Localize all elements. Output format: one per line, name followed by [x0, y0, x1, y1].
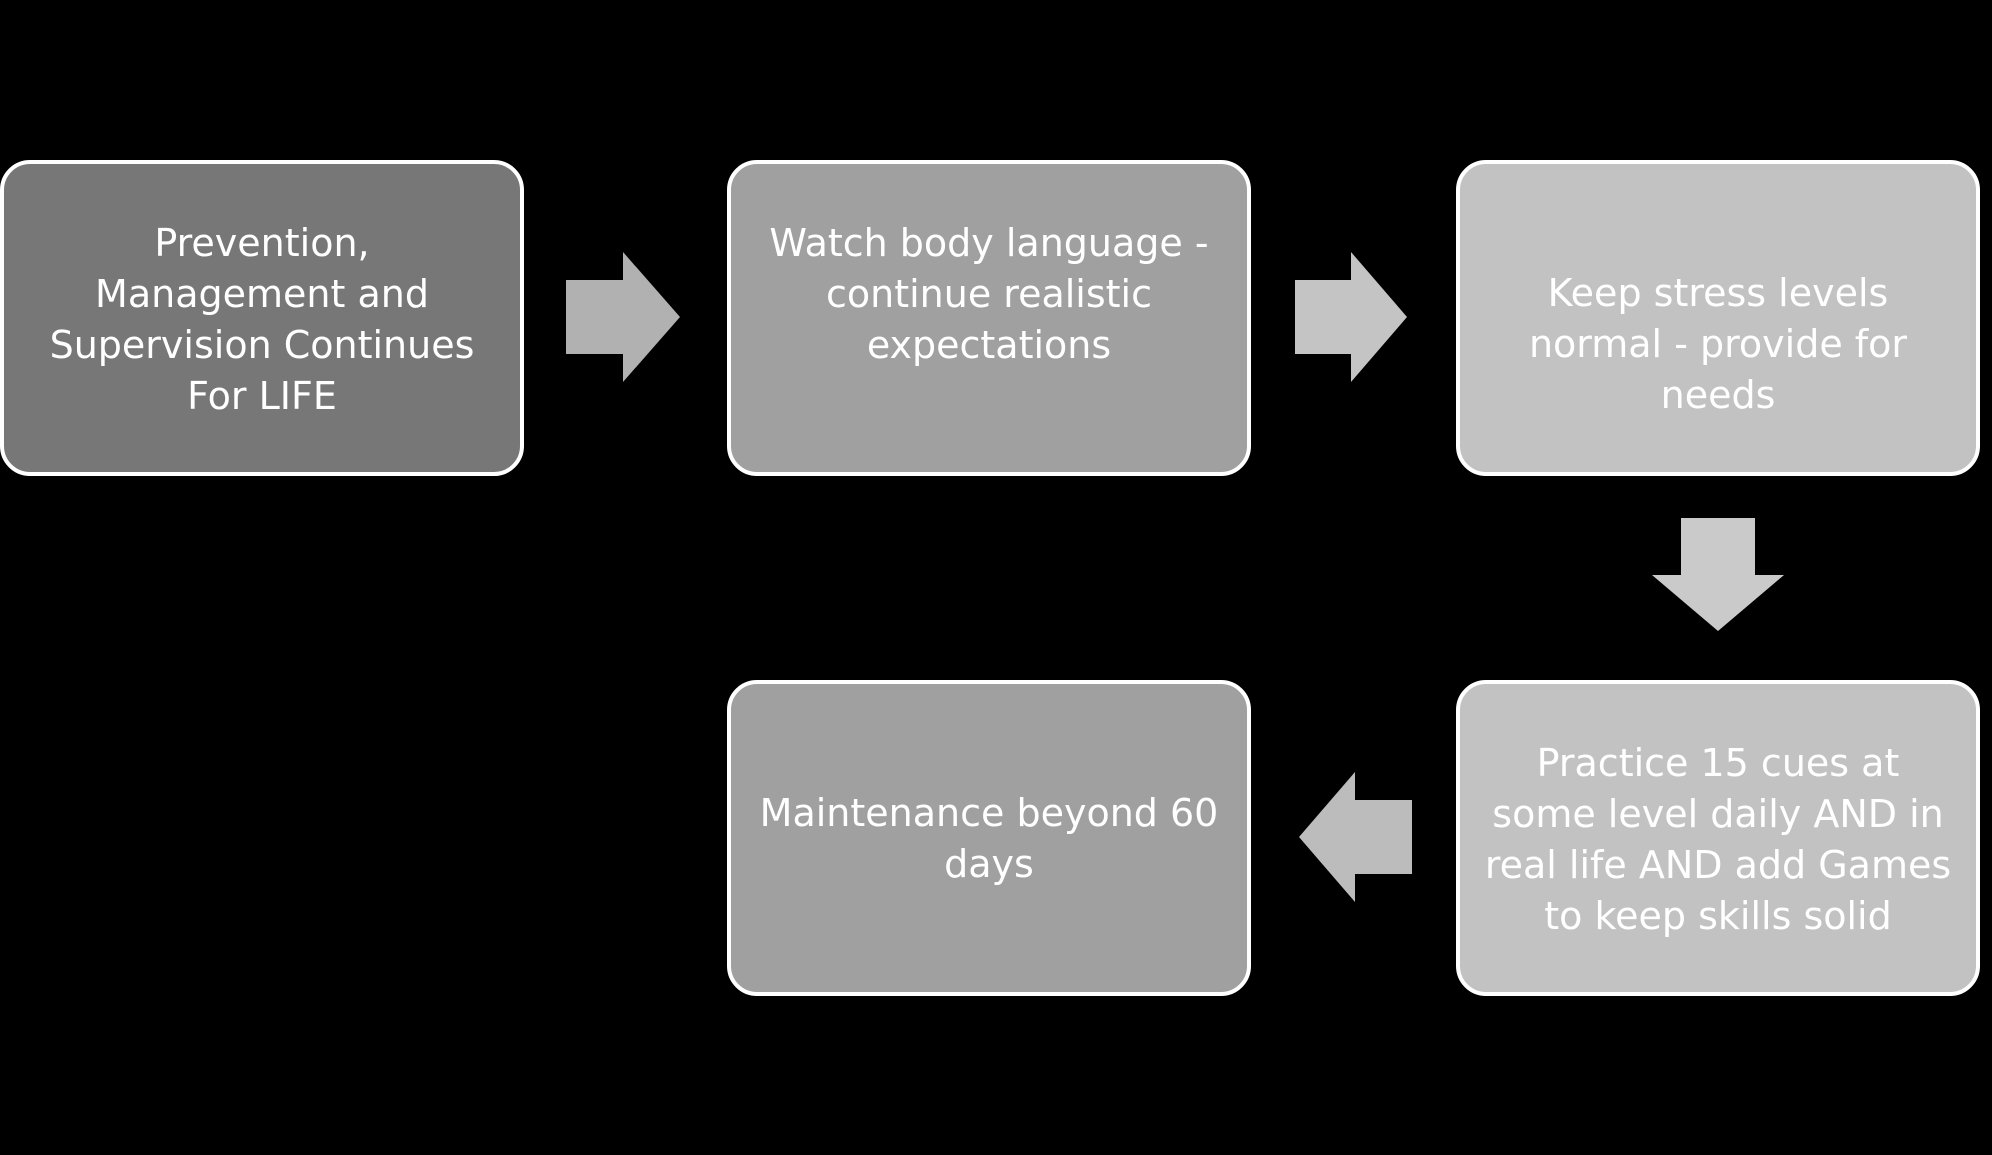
- step-box-2: Watch body language - continue realistic…: [727, 160, 1251, 476]
- left-arrow-shape: [1299, 772, 1412, 902]
- step-box-4: Practice 15 cues at some level daily AND…: [1456, 680, 1980, 996]
- step-label-4: Practice 15 cues at some level daily AND…: [1484, 741, 1952, 938]
- step-label-2: Watch body language - continue realistic…: [769, 221, 1209, 367]
- right-arrow-icon-2: [1295, 252, 1407, 382]
- step-label-3: Keep stress levels normal - provide for …: [1528, 271, 1908, 417]
- down-arrow-shape: [1652, 518, 1784, 631]
- step-box-1: Prevention, Management and Supervision C…: [0, 160, 524, 476]
- step-box-3: Keep stress levels normal - provide for …: [1456, 160, 1980, 476]
- right-arrow-shape-2: [1295, 252, 1407, 382]
- step-box-5: Maintenance beyond 60 days: [727, 680, 1251, 996]
- step-label-1: Prevention, Management and Supervision C…: [49, 221, 475, 418]
- right-arrow-icon-1: [566, 252, 680, 382]
- right-arrow-shape-1: [566, 252, 680, 382]
- step-label-5: Maintenance beyond 60 days: [759, 791, 1219, 886]
- down-arrow-icon: [1652, 518, 1784, 631]
- left-arrow-icon: [1299, 772, 1412, 902]
